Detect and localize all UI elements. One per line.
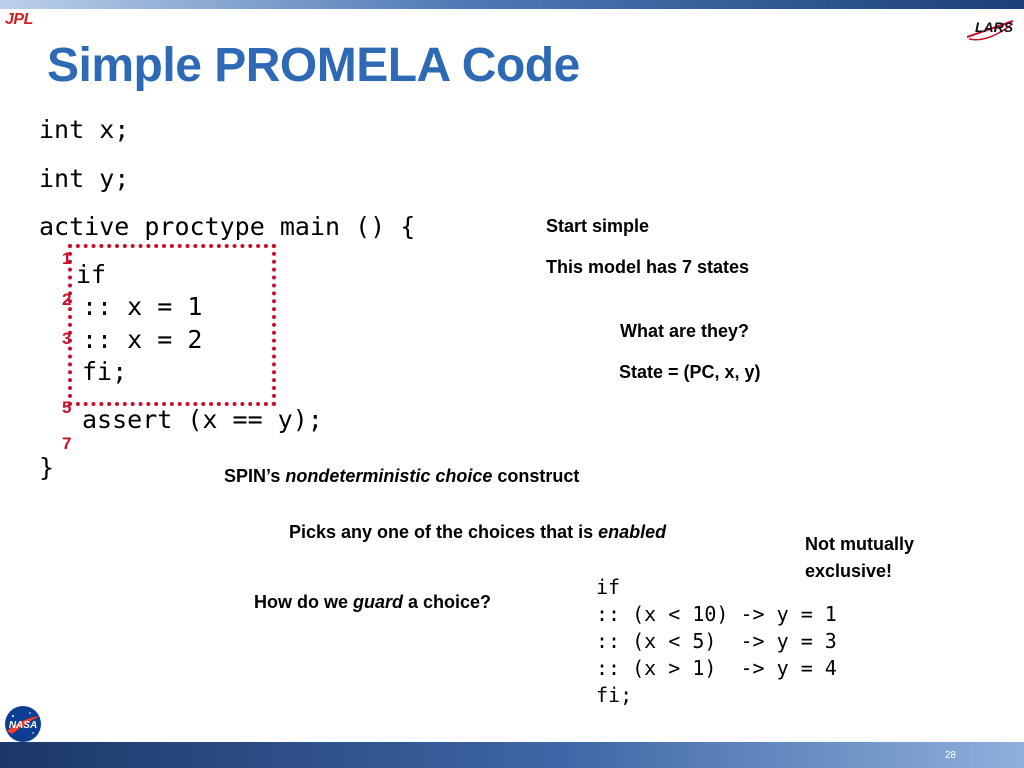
note-spin-choice: SPIN’s nondeterministic choice construct: [224, 466, 579, 487]
note-seven-states: This model has 7 states: [546, 257, 750, 277]
guard-code-if: if: [596, 575, 621, 599]
jpl-logo: JPL: [5, 11, 33, 28]
note-guard-text-a: How do we: [254, 592, 353, 612]
note-not-mutually-line1: Not mutually: [805, 534, 915, 554]
guard-code-fi: fi;: [596, 683, 633, 707]
guard-code-line-1: :: (x < 10) -> y = 1: [596, 602, 837, 626]
note-what-are-they: What are they?: [620, 321, 750, 341]
note-not-mutually-exclusive: Not mutually exclusive!: [805, 531, 914, 585]
lars-logo: LARS: [966, 17, 1015, 43]
code-line-fi: fi;: [82, 357, 128, 386]
line-number-5: 5: [62, 398, 72, 417]
line-number-7: 7: [62, 434, 72, 453]
nasa-logo-text: NASA: [9, 720, 37, 731]
note-spin-text-c: construct: [492, 466, 580, 486]
nasa-logo: NASA: [3, 704, 43, 749]
code-line-int-x: int x;: [39, 115, 130, 144]
guard-code-line-2: :: (x < 5) -> y = 3: [596, 629, 837, 653]
code-line-if: if: [76, 260, 107, 289]
note-picks-choice: Picks any one of the choices that is ena…: [289, 522, 666, 543]
note-guard-text-b: guard: [353, 592, 404, 612]
note-start-simple: Start simple: [546, 216, 650, 236]
bottom-banner: [0, 742, 1024, 768]
lars-logo-text: LARS: [975, 19, 1014, 35]
highlight-box: [68, 244, 276, 406]
line-number-3: 3: [62, 329, 72, 348]
nasa-meatball-icon: NASA: [5, 706, 41, 742]
page-number: 28: [944, 750, 956, 761]
top-banner: [0, 0, 1024, 9]
lars-swoosh-icon: [966, 20, 1014, 41]
code-line-assert: assert (x == y);: [82, 405, 323, 434]
note-not-mutually-line2: exclusive!: [805, 561, 893, 581]
note-spin-text-b: nondeterministic choice: [285, 466, 493, 486]
note-guard-text-c: a choice?: [403, 592, 492, 612]
line-number-1: 1: [62, 249, 72, 268]
code-line-proctype: active proctype main () {: [39, 212, 416, 241]
code-line-int-y: int y;: [39, 164, 130, 193]
note-guard-question: How do we guard a choice?: [254, 592, 491, 613]
code-line-choice-2: :: x = 2: [82, 325, 203, 354]
code-line-choice-1: :: x = 1: [82, 292, 203, 321]
line-number-2: 2: [62, 290, 72, 309]
note-picks-text-b: enabled: [598, 522, 667, 542]
code-line-close-brace: }: [39, 453, 55, 482]
slide-title: Simple PROMELA Code: [47, 39, 580, 92]
note-spin-text-a: SPIN’s: [224, 466, 286, 486]
guard-code-line-3: :: (x > 1) -> y = 4: [596, 656, 837, 680]
note-state-definition: State = (PC, x, y): [619, 362, 761, 382]
note-picks-text-a: Picks any one of the choices that is: [289, 522, 599, 542]
